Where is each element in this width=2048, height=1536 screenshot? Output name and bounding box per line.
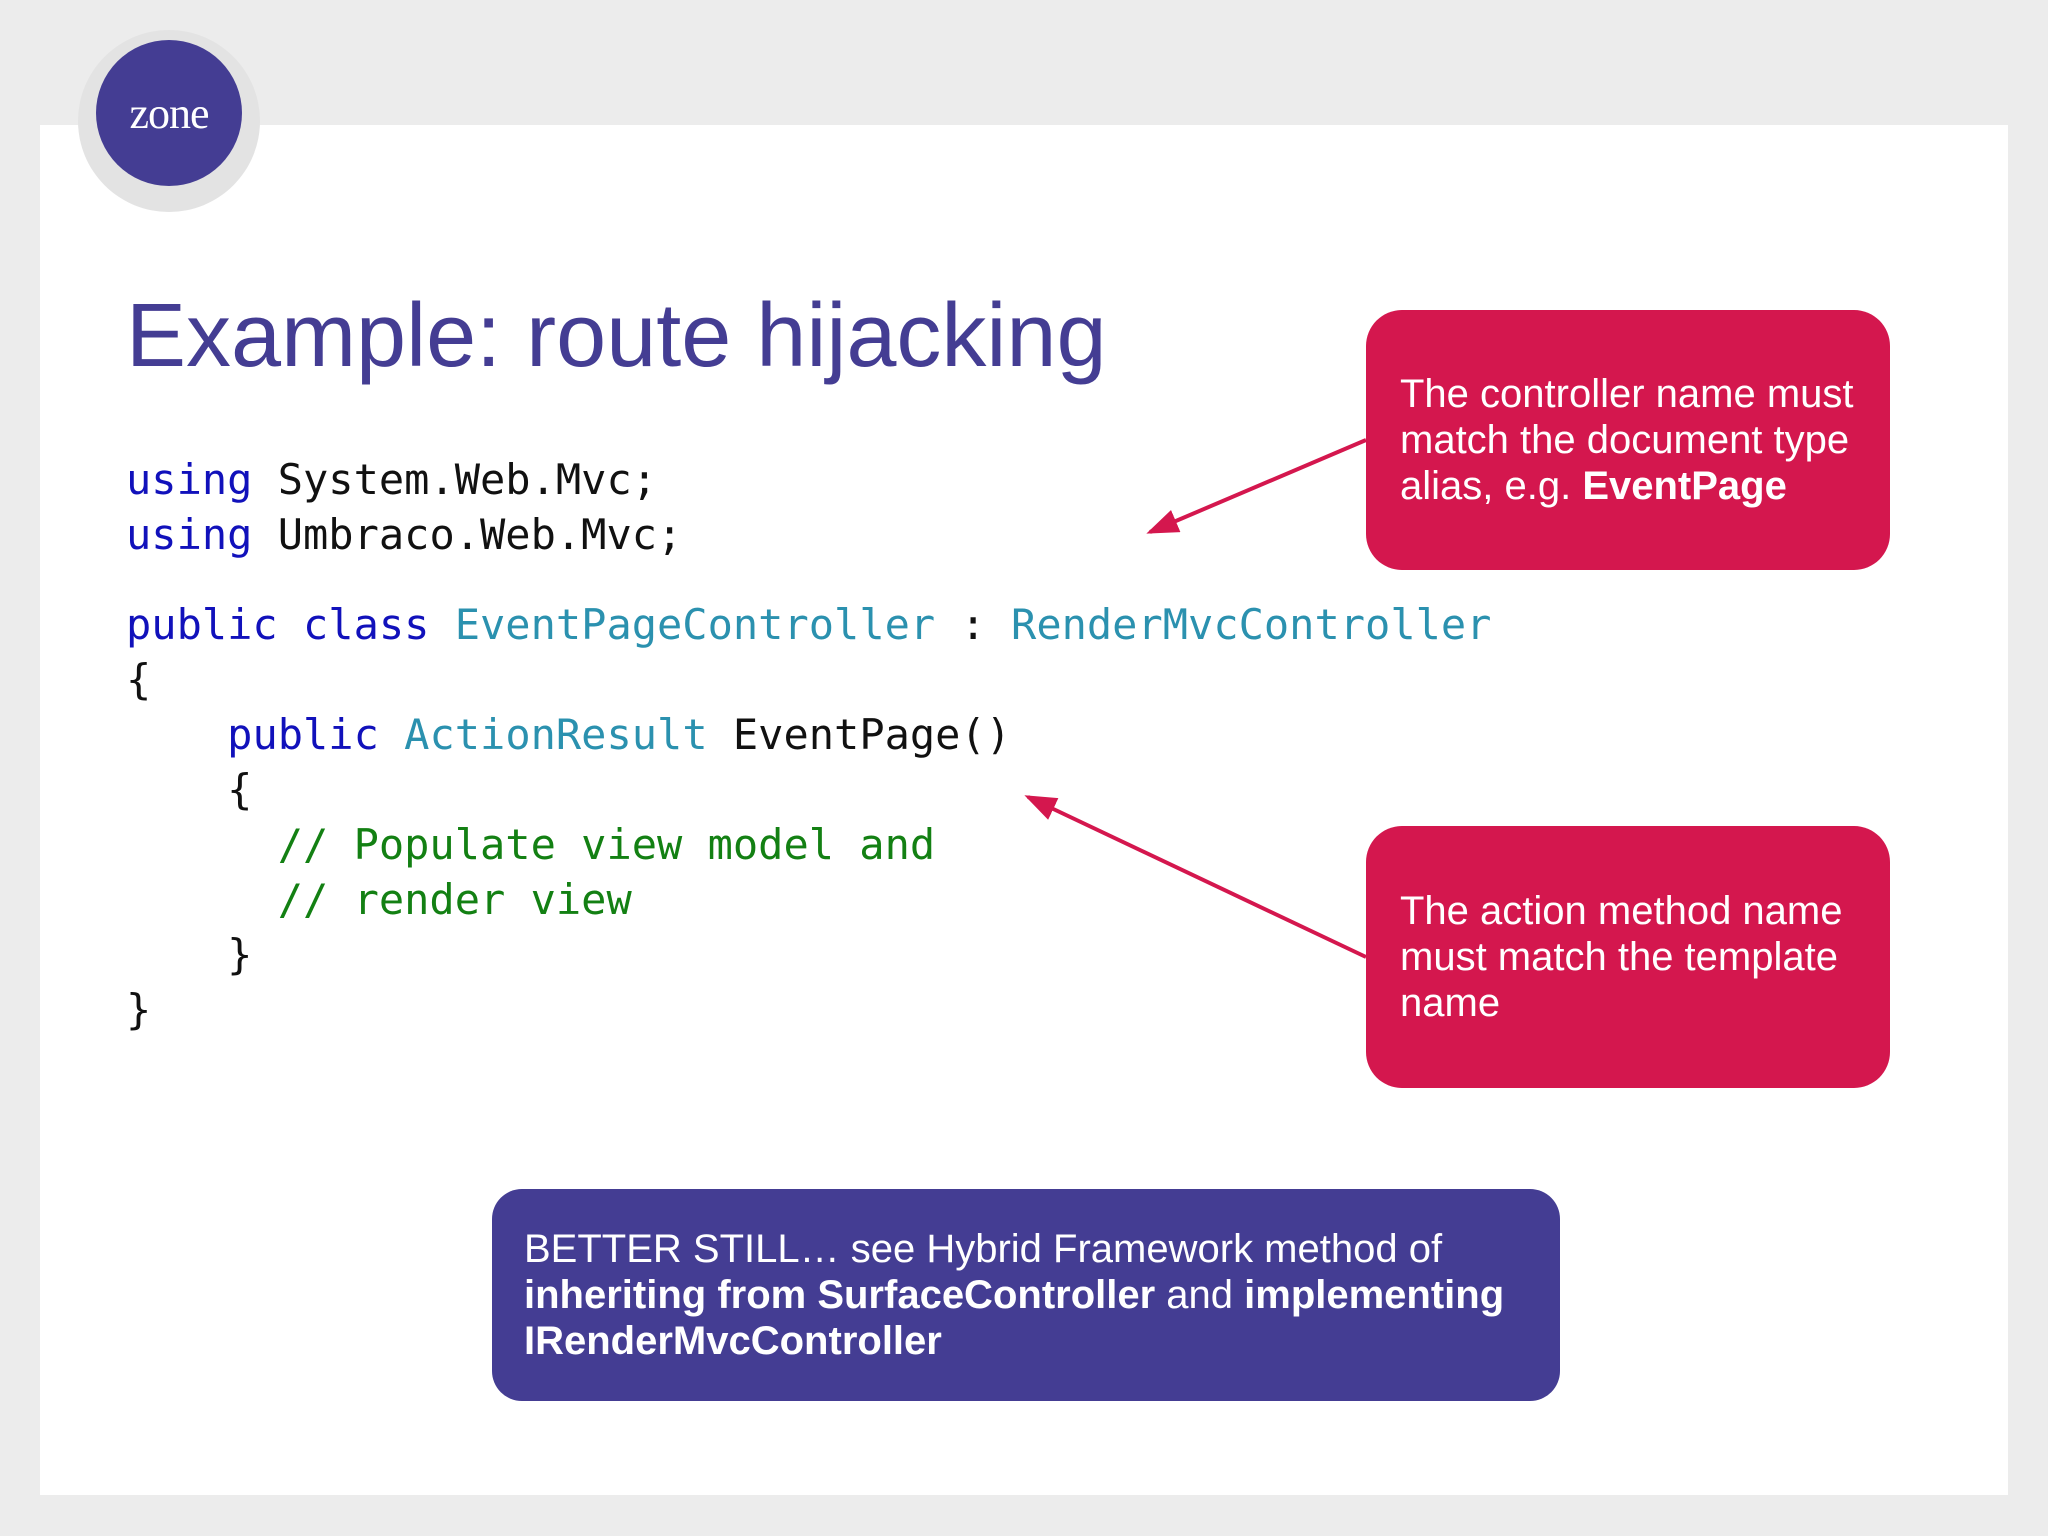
callout-controller-name: The controller name must match the docum… bbox=[1366, 310, 1890, 570]
better-still-note: BETTER STILL… see Hybrid Framework metho… bbox=[492, 1189, 1560, 1401]
code-keyword: using bbox=[126, 510, 253, 559]
code-text: Umbraco.Web.Mvc; bbox=[252, 510, 683, 559]
note-emphasis: implementing IRenderMvcController bbox=[524, 1273, 1505, 1363]
code-line-10: } bbox=[126, 982, 1491, 1037]
note-text: BETTER STILL… see Hybrid Framework metho… bbox=[524, 1226, 1528, 1364]
code-comment: // render view bbox=[277, 875, 632, 924]
code-type: ActionResult bbox=[404, 710, 708, 759]
code-line-1: using System.Web.Mvc; bbox=[126, 452, 1491, 507]
code-text: { bbox=[126, 655, 152, 704]
code-text: System.Web.Mvc; bbox=[252, 455, 658, 504]
code-keyword: using bbox=[126, 455, 253, 504]
code-line-6: { bbox=[126, 762, 1491, 817]
code-line-4: { bbox=[126, 652, 1491, 707]
note-emphasis: inheriting from SurfaceController bbox=[524, 1273, 1156, 1317]
code-line-8: // render view bbox=[126, 872, 1491, 927]
code-text: } bbox=[227, 930, 253, 979]
code-text: : bbox=[935, 600, 1012, 649]
code-type: EventPageController bbox=[454, 600, 936, 649]
note-body: and bbox=[1155, 1273, 1245, 1317]
code-line-3: public class EventPageController : Rende… bbox=[126, 597, 1491, 652]
callout-body: The controller name must match the docum… bbox=[1400, 372, 1854, 508]
code-comment: // Populate view model and bbox=[277, 820, 936, 869]
callout-text: The action method name must match the te… bbox=[1400, 889, 1843, 1025]
code-keyword: public class bbox=[126, 600, 430, 649]
callout-text: The controller name must match the docum… bbox=[1400, 371, 1856, 509]
code-line-5: public ActionResult EventPage() bbox=[126, 707, 1491, 762]
code-line-7: // Populate view model and bbox=[126, 817, 1491, 872]
code-line-9: } bbox=[126, 927, 1491, 982]
logo-text: zone bbox=[129, 88, 209, 138]
callout-emphasis: EventPage bbox=[1582, 464, 1787, 508]
zone-logo: zone bbox=[96, 40, 242, 186]
code-keyword: public bbox=[227, 710, 379, 759]
note-body: BETTER STILL… see Hybrid Framework metho… bbox=[524, 1227, 1443, 1271]
callout-action-method: The action method name must match the te… bbox=[1366, 826, 1890, 1088]
slide-title: Example: route hijacking bbox=[126, 286, 1107, 386]
code-line-2: using Umbraco.Web.Mvc; bbox=[126, 507, 1491, 562]
code-blank-line bbox=[126, 562, 1491, 597]
code-text: { bbox=[227, 765, 253, 814]
code-text: EventPage() bbox=[707, 710, 1012, 759]
code-text: } bbox=[126, 985, 152, 1034]
code-block: using System.Web.Mvc; using Umbraco.Web.… bbox=[126, 452, 1491, 1037]
code-type: RenderMvcController bbox=[1011, 600, 1492, 649]
